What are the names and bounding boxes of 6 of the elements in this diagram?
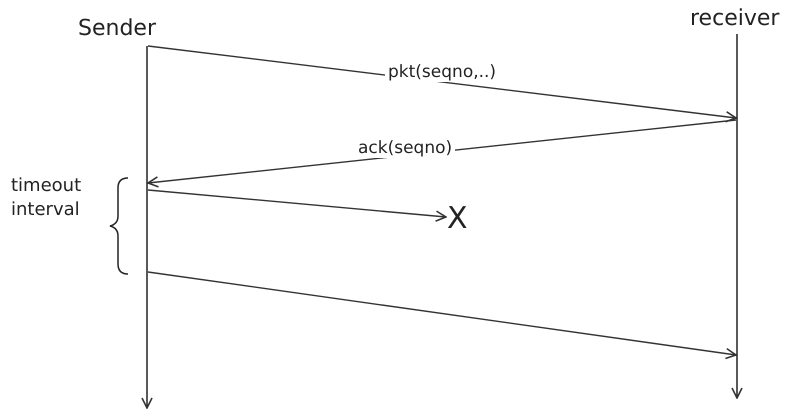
participant-label: receiver	[690, 6, 780, 32]
participant-label: Sender	[78, 16, 156, 42]
message-arrow	[148, 189, 447, 222]
message-arrow	[148, 45, 737, 123]
message-arrow	[148, 271, 737, 360]
lost-marker: X	[447, 202, 468, 236]
